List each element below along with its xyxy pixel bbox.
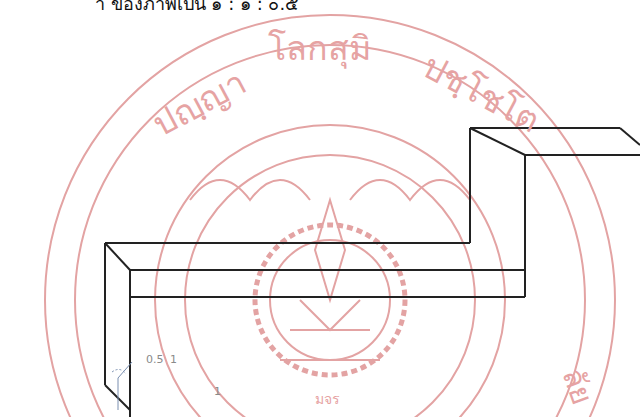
axis-ratio: 1	[214, 386, 221, 398]
axis-ratio: 0.5	[146, 354, 164, 366]
watermark-text: ปชฺโชโต	[417, 48, 546, 140]
scale-caption: า ของภาพเป็น ๑ : ๑ : ๐.๕	[95, 0, 299, 14]
watermark-text: มจร	[315, 392, 340, 407]
axis-ratio: 1	[170, 354, 177, 366]
watermark-text: โลกสุมิ	[268, 30, 371, 67]
watermark-text: ปญฺญา	[147, 64, 252, 143]
